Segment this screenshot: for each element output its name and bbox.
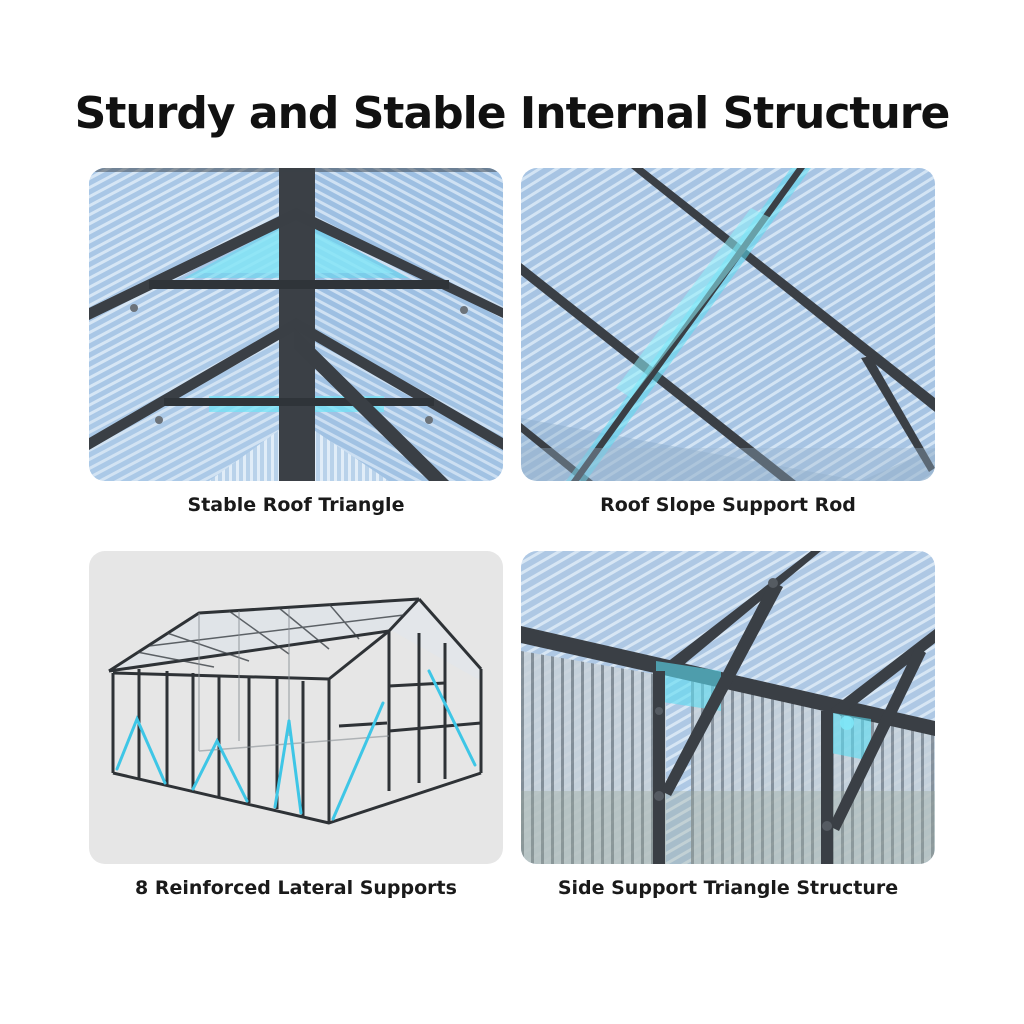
side-triangle-caption: Side Support Triangle Structure (557, 877, 899, 899)
roof-triangle-caption: Stable Roof Triangle (187, 494, 405, 516)
greenhouse-frame-image (89, 551, 503, 864)
lateral-supports-caption: 8 Reinforced Lateral Supports (135, 877, 457, 899)
side-triangle-image (521, 551, 935, 864)
roof-triangle-image (89, 168, 503, 481)
page-title: Sturdy and Stable Internal Structure (74, 88, 951, 139)
roof-slope-rod-caption: Roof Slope Support Rod (600, 494, 856, 516)
roof-slope-rod-image (521, 168, 935, 481)
